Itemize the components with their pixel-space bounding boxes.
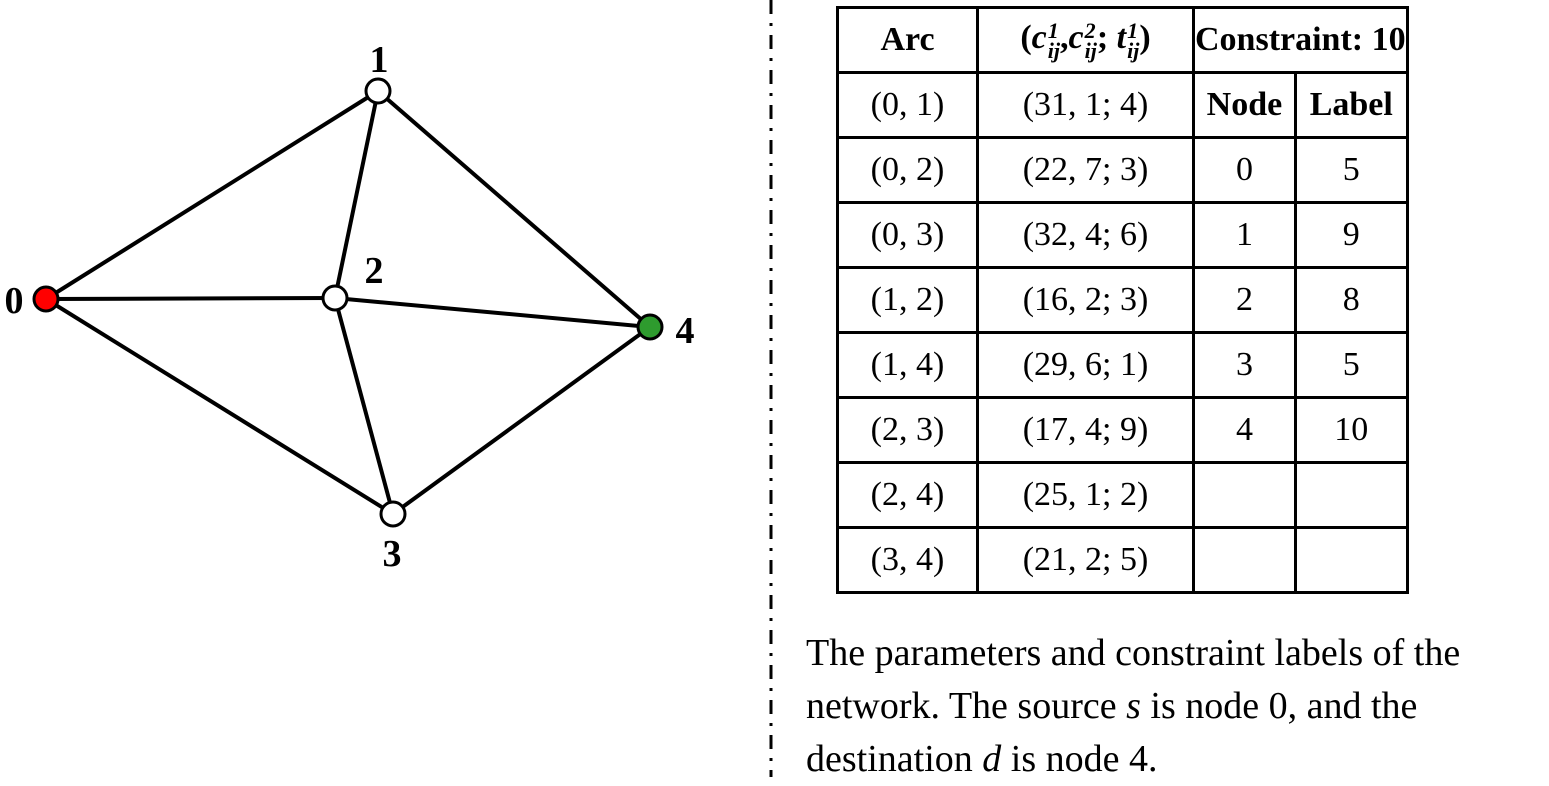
node-cell: 3 [1192, 331, 1297, 399]
params-cell: (16, 2; 3) [976, 266, 1195, 334]
label-cell: 5 [1293, 331, 1409, 399]
params-cell: (32, 4; 6) [976, 201, 1195, 269]
node-cell: 0 [1192, 136, 1297, 204]
node-cell: 1 [1192, 201, 1297, 269]
graph-node-labels: 0 1 2 3 4 [5, 39, 695, 575]
node-cell [1192, 461, 1297, 529]
dash-dot-divider [769, 0, 773, 777]
params-cell: (22, 7; 3) [976, 136, 1195, 204]
params-cell: (21, 2; 5) [976, 526, 1195, 594]
params-cell: (25, 1; 2) [976, 461, 1195, 529]
node-cell: 4 [1192, 396, 1297, 464]
edge-0-3 [44, 297, 395, 516]
table-row: (2, 4)(25, 1; 2) [836, 461, 1409, 529]
edge-0-2 [45, 296, 336, 301]
arc-cell: (3, 4) [836, 526, 979, 594]
network-graph: 0 1 2 3 4 [5, 39, 695, 575]
figure-caption: The parameters and constraint labels of … [806, 632, 1461, 780]
arc-cell: (2, 3) [836, 396, 979, 464]
params-cell: (31, 1; 4) [976, 71, 1195, 139]
label-cell [1293, 526, 1409, 594]
params-cell: (29, 6; 1) [976, 331, 1195, 399]
node-4 [636, 313, 664, 341]
graph-edges [44, 89, 652, 516]
label-cell: 8 [1293, 266, 1409, 334]
header-constraint: Constraint: 10 [1192, 6, 1409, 74]
arc-cell: (0, 2) [836, 136, 979, 204]
edge-3-4 [391, 325, 652, 516]
node-label-1: 1 [370, 39, 389, 81]
node-cell [1192, 526, 1297, 594]
label-cell: 5 [1293, 136, 1409, 204]
node-2 [321, 284, 349, 312]
arc-cell: (1, 4) [836, 331, 979, 399]
arc-cell: (2, 4) [836, 461, 979, 529]
edge-0-1 [44, 89, 380, 301]
node-label-0: 0 [5, 280, 24, 322]
arc-cell: (0, 1) [836, 71, 979, 139]
table-row: (3, 4)(21, 2; 5) [836, 526, 1409, 594]
edge-2-4 [334, 296, 651, 329]
edge-1-4 [376, 89, 652, 329]
edge-1-2 [333, 90, 380, 299]
node-label-2: 2 [365, 250, 384, 292]
node-1 [364, 77, 392, 105]
graph-nodes [32, 77, 664, 528]
node-label-3: 3 [383, 533, 402, 575]
node-cell: Node [1192, 71, 1297, 139]
arc-cell: (0, 3) [836, 201, 979, 269]
node-label-4: 4 [676, 310, 695, 352]
node-0 [32, 285, 60, 313]
node-cell: 2 [1192, 266, 1297, 334]
label-cell: 10 [1293, 396, 1409, 464]
label-cell: Label [1293, 71, 1409, 139]
arc-cell: (1, 2) [836, 266, 979, 334]
edge-2-3 [333, 297, 395, 515]
node-3 [379, 500, 407, 528]
header-arc: Arc [836, 6, 979, 74]
label-cell: 9 [1293, 201, 1409, 269]
label-cell [1293, 461, 1409, 529]
params-cell: (17, 4; 9) [976, 396, 1195, 464]
